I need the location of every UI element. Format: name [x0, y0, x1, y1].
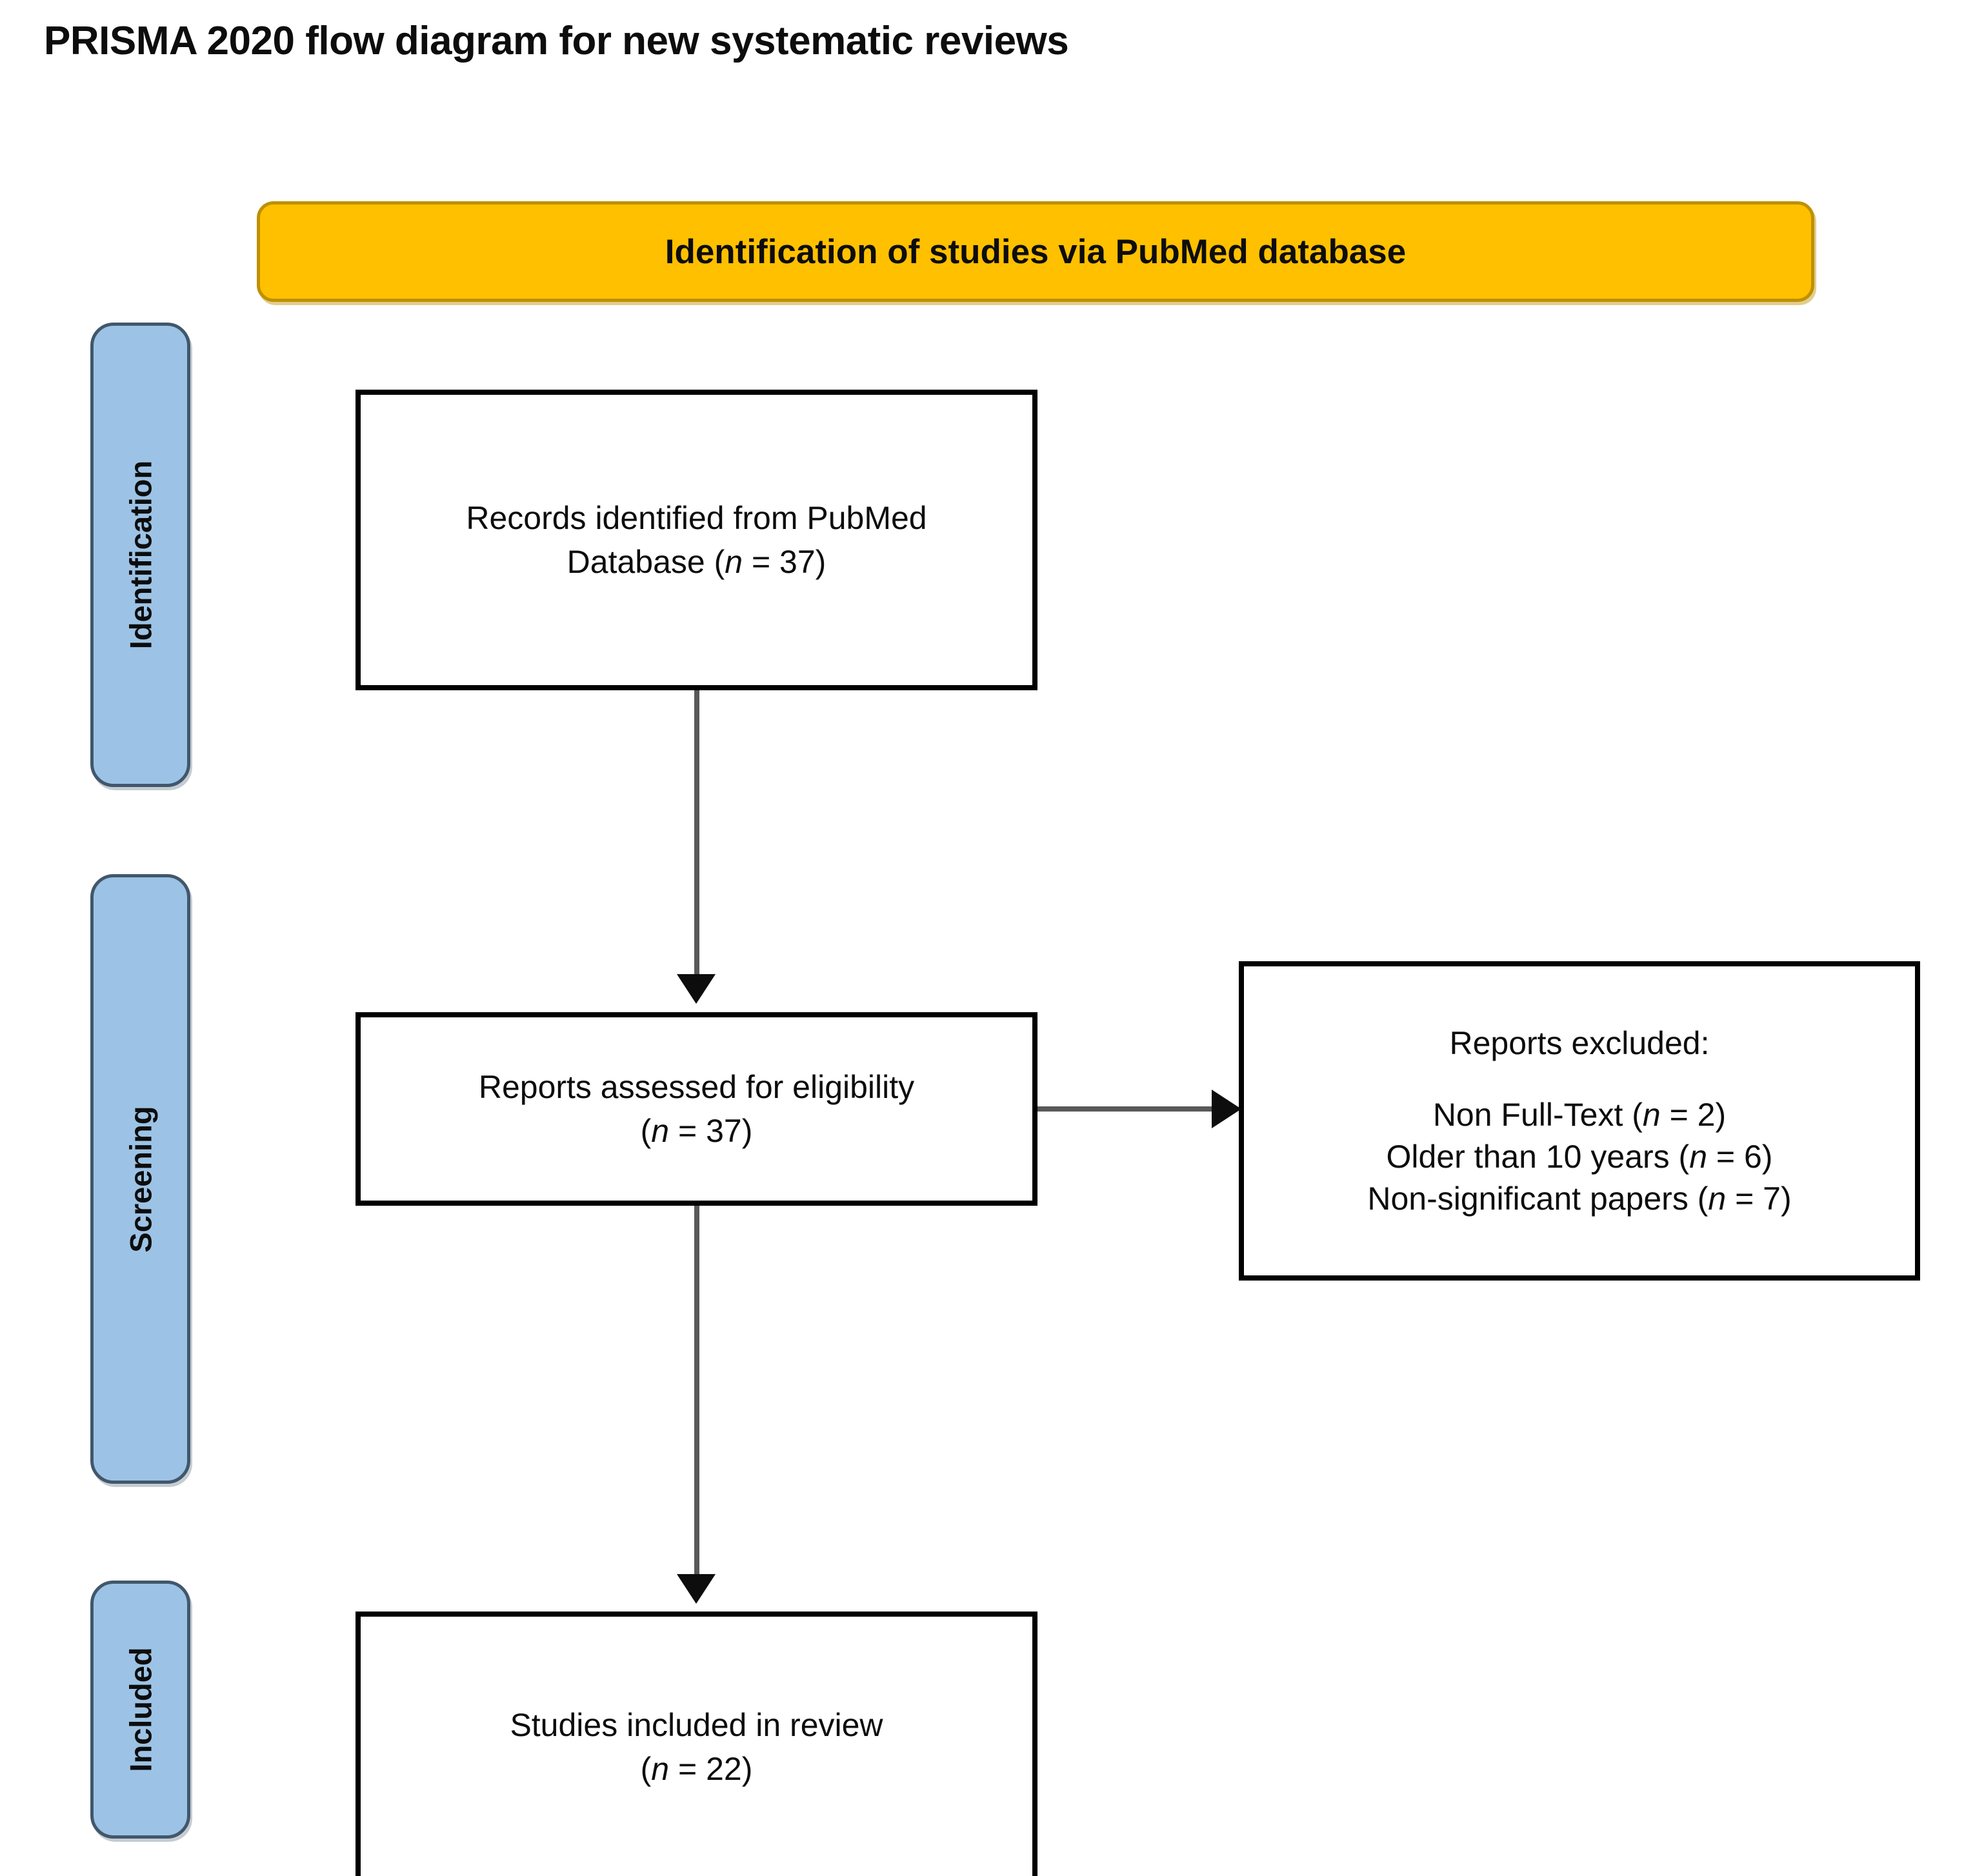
excluded-reason-2-n: n: [1708, 1180, 1727, 1217]
arrow-records-to-eligibility-head-icon: [677, 974, 716, 1004]
excluded-reason-0-text: Non Full-Text (: [1432, 1096, 1643, 1133]
flow-box-records-identified-text: Records identified from PubMed Database …: [466, 496, 927, 584]
included-line1: Studies included in review: [510, 1707, 883, 1743]
excluded-reason-0-n: n: [1642, 1096, 1661, 1133]
arrow-eligibility-to-excluded-head-icon: [1212, 1090, 1241, 1128]
flow-box-studies-included: Studies included in review (n = 22): [356, 1612, 1037, 1876]
stage-side-label-included-text: Included: [123, 1647, 157, 1772]
stage-header-label: Identification of studies via PubMed dat…: [665, 232, 1407, 271]
arrow-eligibility-to-excluded-line: [1037, 1106, 1217, 1112]
included-line2-n: n: [651, 1751, 670, 1787]
stage-side-label-identification-text: Identification: [123, 460, 157, 650]
flow-box-reports-assessed: Reports assessed for eligibility (n = 37…: [356, 1012, 1037, 1206]
records-line2-prefix: Database (: [566, 544, 725, 580]
included-line2-suffix: = 22): [669, 1751, 753, 1787]
eligibility-line1: Reports assessed for eligibility: [478, 1069, 915, 1105]
records-line2-n: n: [725, 544, 743, 580]
flow-box-reports-excluded: Reports excluded: Non Full-Text (n = 2) …: [1239, 961, 1920, 1281]
eligibility-line2-suffix: = 37): [669, 1113, 753, 1149]
records-line2-suffix: = 37): [743, 544, 827, 580]
page-title: PRISMA 2020 flow diagram for new systema…: [44, 19, 1069, 63]
included-line2-prefix: (: [640, 1751, 652, 1787]
arrow-eligibility-to-included-head-icon: [677, 1574, 716, 1604]
excluded-heading: Reports excluded:: [1449, 1024, 1710, 1061]
excluded-reason-1-text: Older than 10 years (: [1386, 1138, 1690, 1175]
excluded-spacer: [1367, 1064, 1791, 1094]
flow-box-records-identified: Records identified from PubMed Database …: [356, 390, 1037, 690]
stage-side-label-included: Included: [90, 1581, 190, 1839]
arrow-eligibility-to-included-line: [694, 1206, 699, 1577]
records-line1: Records identified from PubMed: [466, 500, 927, 536]
stage-header-identification: Identification of studies via PubMed dat…: [257, 201, 1814, 302]
eligibility-line2-n: n: [651, 1113, 670, 1149]
arrow-records-to-eligibility-line: [694, 690, 699, 978]
stage-side-label-screening-text: Screening: [123, 1105, 157, 1253]
eligibility-line2-prefix: (: [640, 1113, 652, 1149]
stage-side-label-identification: Identification: [90, 323, 190, 787]
flow-box-reports-assessed-text: Reports assessed for eligibility (n = 37…: [479, 1065, 914, 1153]
excluded-reason-2-value: = 7): [1726, 1180, 1792, 1217]
excluded-reason-0-value: = 2): [1660, 1096, 1727, 1133]
excluded-reason-1-value: = 6): [1707, 1138, 1773, 1175]
stage-side-label-screening: Screening: [90, 874, 190, 1484]
flow-box-studies-included-text: Studies included in review (n = 22): [510, 1703, 883, 1791]
excluded-reason-1-n: n: [1689, 1138, 1708, 1175]
flow-box-reports-excluded-text: Reports excluded: Non Full-Text (n = 2) …: [1367, 1023, 1791, 1220]
excluded-reason-2-text: Non-significant papers (: [1367, 1180, 1708, 1217]
